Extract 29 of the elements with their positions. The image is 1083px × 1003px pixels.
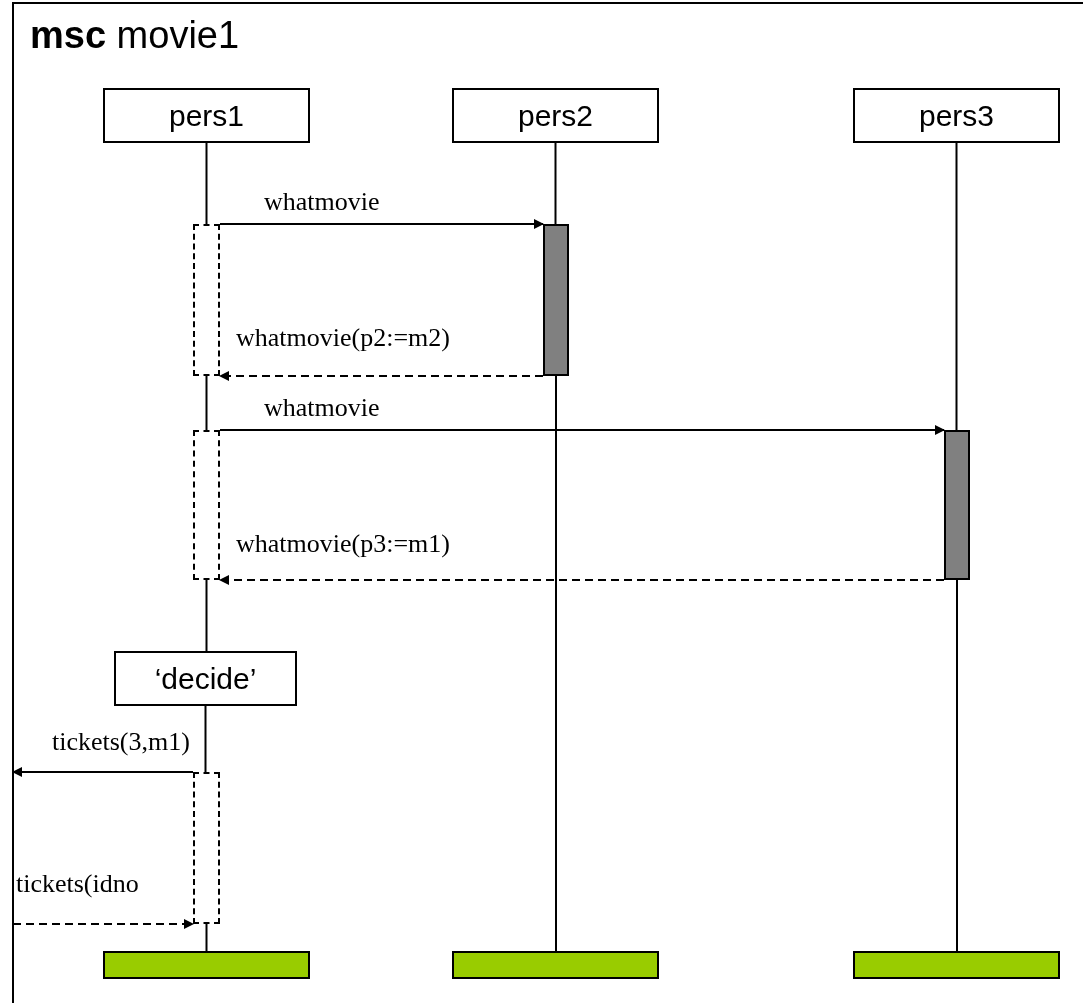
lifeline [956, 579, 958, 952]
suspension-box [193, 430, 220, 580]
lifeline [554, 142, 557, 225]
suspension-box [193, 772, 220, 924]
instance-box: pers2 [452, 88, 659, 143]
lifeline [555, 375, 557, 952]
lifeline [205, 142, 208, 225]
lifeline [955, 142, 958, 431]
instance-end-bar [103, 951, 310, 979]
action-box: ‘decide’ [114, 651, 297, 706]
msc-frame [12, 2, 1083, 1003]
activation-bar [543, 224, 569, 376]
reply-arrow [219, 371, 544, 381]
instance-box: pers1 [103, 88, 310, 143]
instance-box: pers3 [853, 88, 1060, 143]
lifeline [204, 705, 207, 773]
chart-title: msc movie1 [30, 14, 240, 57]
message-arrow [12, 767, 194, 777]
activation-bar [944, 430, 970, 580]
message-arrow [219, 219, 544, 229]
suspension-box [193, 224, 220, 376]
lifeline [205, 375, 208, 431]
lifeline [205, 579, 208, 652]
instance-end-bar [853, 951, 1060, 979]
lifeline [205, 923, 208, 952]
message-arrow [219, 425, 945, 435]
instance-end-bar [452, 951, 659, 979]
reply-arrow [219, 575, 945, 585]
reply-arrow [12, 919, 194, 929]
